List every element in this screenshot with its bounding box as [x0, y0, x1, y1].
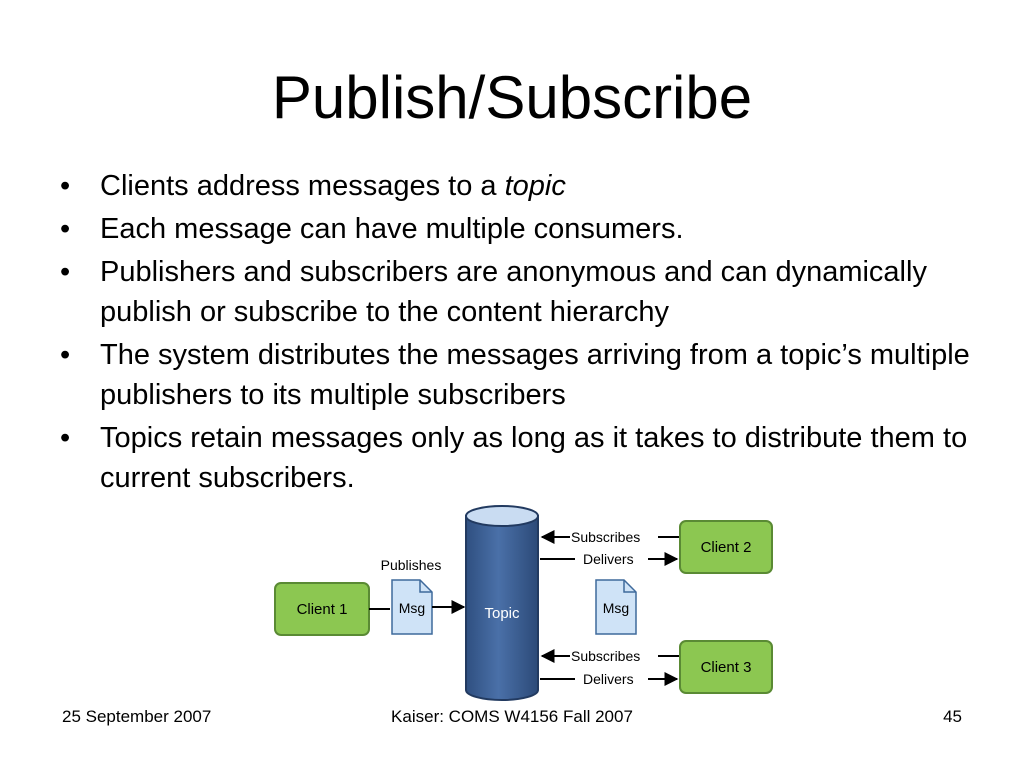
client-3-box	[679, 640, 773, 694]
msg-right-icon	[595, 579, 637, 635]
topic-label: Topic	[484, 605, 520, 622]
bullet-glyph: •	[60, 213, 71, 245]
footer-page-number: 45	[943, 707, 962, 726]
client-1-label: Client 1	[297, 601, 348, 618]
bullet-text: The system distributes the messages arri…	[100, 339, 970, 411]
msg-right-label: Msg	[603, 600, 629, 616]
subscribes-top-label: Subscribes	[571, 529, 640, 545]
client-3-label: Client 3	[701, 659, 752, 676]
bullet-item: • Publishers and subscribers are anonymo…	[60, 252, 990, 332]
bullet-emphasis: topic	[504, 170, 566, 202]
bullet-glyph: •	[60, 170, 71, 202]
bullet-glyph: •	[60, 422, 71, 454]
bullet-item: • Clients address messages to a topic	[60, 166, 990, 206]
publishes-label: Publishes	[381, 557, 442, 573]
bullet-text: Publishers and subscribers are anonymous…	[100, 256, 927, 328]
topic-cylinder-top	[465, 505, 539, 527]
bullet-item: • The system distributes the messages ar…	[60, 335, 990, 415]
bullet-glyph: •	[60, 339, 71, 371]
bullet-item: • Each message can have multiple consume…	[60, 209, 990, 249]
client-2-label: Client 2	[701, 539, 752, 556]
subscribes-bottom-label: Subscribes	[571, 648, 640, 664]
delivers-bottom-label: Delivers	[583, 671, 634, 687]
footer-date: 25 September 2007	[62, 707, 212, 726]
footer-course: Kaiser: COMS W4156 Fall 2007	[391, 707, 633, 726]
msg-right-fold	[623, 580, 636, 593]
bullet-item: • Topics retain messages only as long as…	[60, 418, 990, 498]
bullet-text: Clients address messages to a	[100, 170, 505, 202]
msg-left-icon	[391, 579, 433, 635]
bullet-text: Topics retain messages only as long as i…	[100, 422, 968, 494]
pubsub-diagram: Client 1 Publishes Msg Topic Subscribes …	[274, 505, 773, 701]
delivers-top-label: Delivers	[583, 551, 634, 567]
client-2-box	[679, 520, 773, 574]
slide-title: Publish/Subscribe	[271, 64, 753, 131]
bullet-text: Each message can have multiple consumers…	[100, 213, 684, 245]
bullet-list: • Clients address messages to a topic • …	[60, 166, 990, 501]
msg-left-fold	[419, 580, 432, 593]
topic-cylinder-body	[465, 515, 539, 701]
bullet-glyph: •	[60, 256, 71, 288]
msg-left-label: Msg	[399, 600, 425, 616]
